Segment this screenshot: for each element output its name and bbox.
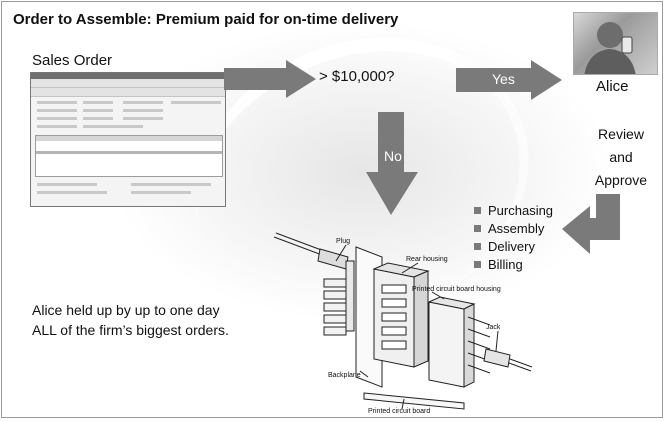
bullet-icon [474,206,481,214]
jack-plug [483,348,533,372]
connector-assembly-drawing: Plug Rear housing Printed circuit board … [273,232,533,415]
sales-order-label: Sales Order [32,52,113,69]
approve-arrow [562,194,620,254]
review-label: Review and Approve [585,123,657,192]
bullet-icon [474,260,481,268]
approver-name: Alice [596,78,629,95]
list-item-label: Billing [488,256,523,272]
downstream-steps-list: Purchasing Assembly Delivery Billing [474,201,553,273]
yes-label: Yes [492,71,515,87]
rear-housing-block [372,262,430,368]
form-field [123,109,163,112]
person-silhouette-icon [584,22,636,74]
list-item: Delivery [474,237,553,255]
person-with-phone-photo [573,12,658,75]
pcb-label: Printed circuit board [368,408,430,415]
window-titlebar [31,73,225,79]
form-field [37,191,107,194]
note-line: Alice held up by up to one day [32,302,220,318]
condition-label: > $10,000? [319,68,395,85]
form-field [83,125,143,128]
order-lines-grid [35,135,223,177]
window-tabs [31,88,225,97]
bottleneck-note: Alice held up by up to one day ALL of th… [32,300,229,340]
no-label: No [384,148,402,164]
list-item: Assembly [474,219,553,237]
plug-label: Plug [336,238,350,245]
form-field [37,117,77,120]
review-label-line: Review [598,126,644,142]
bullet-icon [474,242,481,250]
no-arrow [366,112,418,215]
form-field [123,117,163,120]
grid-row [36,151,222,154]
slide-title: Order to Assemble: Premium paid for on-t… [13,11,399,28]
review-label-line: Approve [594,172,648,188]
form-field [37,101,77,104]
form-field [83,117,113,120]
list-item-label: Purchasing [488,202,554,218]
form-field [131,191,191,194]
list-item: Purchasing [474,201,553,219]
arrow-to-condition [224,60,316,98]
backplane-label: Backplane [328,372,361,379]
form-field [37,183,97,186]
list-item-label: Delivery [488,238,535,254]
list-item-label: Assembly [488,220,545,236]
rear-housing-label: Rear housing [406,256,448,263]
note-line: ALL of the firm’s biggest orders. [32,322,229,338]
pcb-housing-label: Printed circuit board housing [412,286,501,293]
form-field [37,125,77,128]
form-field [83,109,113,112]
yes-arrow [456,60,562,100]
printed-circuit-board [363,392,465,410]
list-item: Billing [474,255,553,273]
bullet-icon [474,224,481,232]
form-field [171,101,221,104]
form-field [131,183,211,186]
form-field [123,101,163,104]
window-toolbar [31,79,225,88]
form-field [37,109,77,112]
pcb-housing-block [427,296,491,388]
form-field [83,101,113,104]
grid-header [36,136,222,141]
sales-order-screenshot [30,72,226,207]
cable-plugs [273,232,355,336]
jack-label: Jack [486,324,501,331]
review-label-line: and [609,149,633,165]
